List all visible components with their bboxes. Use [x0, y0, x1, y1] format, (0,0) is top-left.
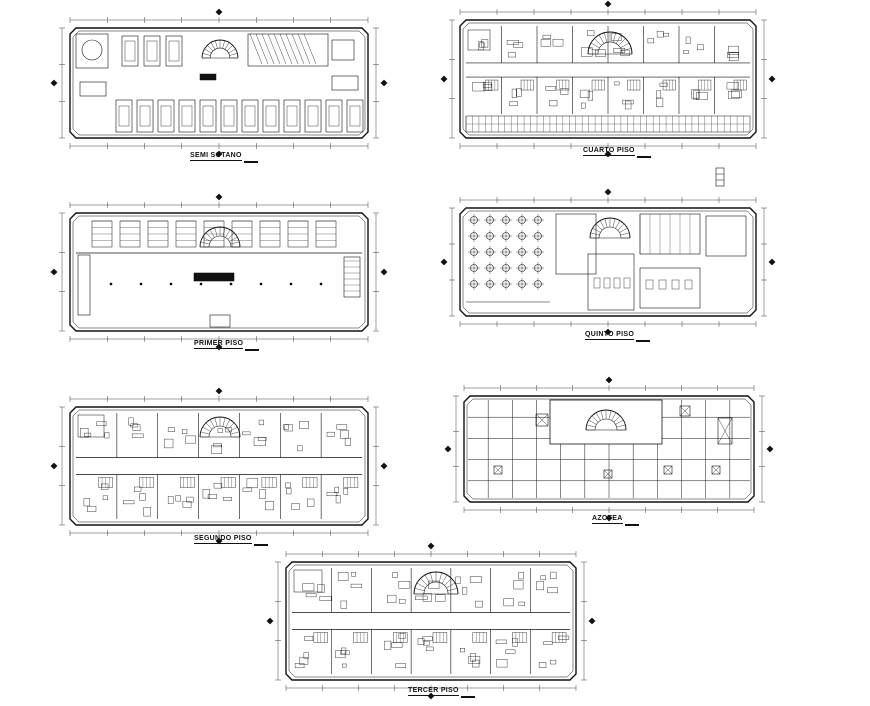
- scale-mark: [715, 167, 725, 187]
- plan-azotea: [444, 376, 774, 522]
- label-tercer-piso: TERCER PISO: [408, 687, 475, 698]
- label-semi-sotano: SEMI SOTANO: [190, 152, 258, 163]
- plan-semi-sotano: [50, 8, 388, 158]
- plan-quinto-piso: [440, 188, 776, 336]
- label-azotea: AZOTEA: [592, 515, 639, 526]
- plan-segundo-piso: [50, 387, 388, 545]
- label-segundo-piso: SEGUNDO PISO: [194, 535, 268, 546]
- plan-cuarto-piso: [440, 0, 776, 158]
- label-cuarto-piso: CUARTO PISO: [583, 147, 651, 158]
- label-primer-piso: PRIMER PISO: [194, 340, 260, 351]
- label-quinto-piso: QUINTO PISO: [585, 331, 651, 342]
- plan-primer-piso: [50, 193, 388, 351]
- plan-tercer-piso: [266, 542, 596, 700]
